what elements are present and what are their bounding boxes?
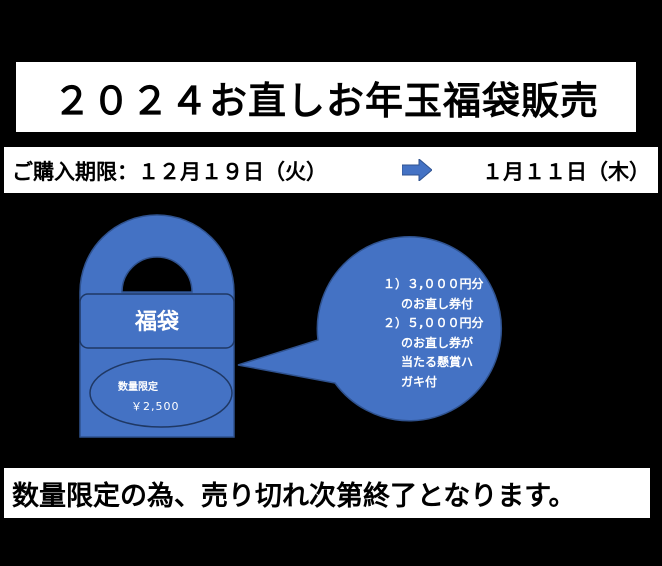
notice-banner: 数量限定の為、売り切れ次第終了となります。 [4, 468, 650, 518]
period-end-text: １月１１日（木） [482, 160, 650, 184]
speech-bubble [237, 236, 503, 422]
bubble-text: １）３,０００円分 のお直し券付 ２）５,０００円分 のお直し券が 当たる懸賞ハ… [383, 275, 484, 392]
bubble-item-2-line-2: のお直し券が [401, 335, 474, 350]
quantity-limited-label: 数量限定 [118, 382, 158, 393]
page-title: ２０２４お直しお年玉福袋販売 [52, 78, 599, 123]
price-ellipse [89, 358, 233, 428]
bubble-item-2-line-1: ２）５,０００円分 [383, 316, 484, 330]
period-start-text: ご購入期限：１２月１９日（火） [12, 160, 327, 184]
bag-label-band [79, 293, 235, 349]
bag-label: 福袋 [134, 310, 179, 335]
purchase-period-banner: ご購入期限：１２月１９日（火） １月１１日（木） [4, 147, 658, 193]
title-banner: ２０２４お直しお年玉福袋販売 [16, 62, 636, 132]
bubble-item-2-line-3: 当たる懸賞ハ [401, 355, 474, 369]
bubble-item-1-line-2: のお直し券付 [401, 296, 474, 311]
notice-text: 数量限定の為、売り切れ次第終了となります。 [12, 480, 576, 512]
price-label: ￥2,500 [131, 400, 180, 413]
bubble-item-1-line-1: １）３,０００円分 [383, 277, 484, 291]
bubble-item-2-line-4: ガキ付 [401, 374, 438, 389]
right-arrow-icon [402, 159, 432, 181]
